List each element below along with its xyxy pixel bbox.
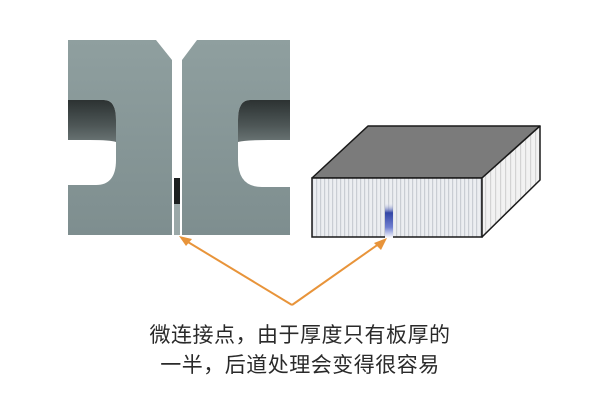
arrow-head-left	[179, 236, 192, 246]
kerf-slot	[172, 60, 182, 235]
caption-line-2: 一半，后道处理会变得很容易	[160, 353, 440, 377]
right-plate	[182, 40, 290, 235]
caption-line-1: 微连接点，由于厚度只有板厚的	[149, 323, 451, 347]
micro-joint-marker	[385, 202, 393, 238]
sheet-block	[311, 125, 541, 238]
pointer-arrows	[182, 238, 384, 306]
arrow-head-right	[374, 238, 387, 250]
left-plate	[68, 40, 172, 235]
micro-joint-left	[174, 204, 180, 235]
